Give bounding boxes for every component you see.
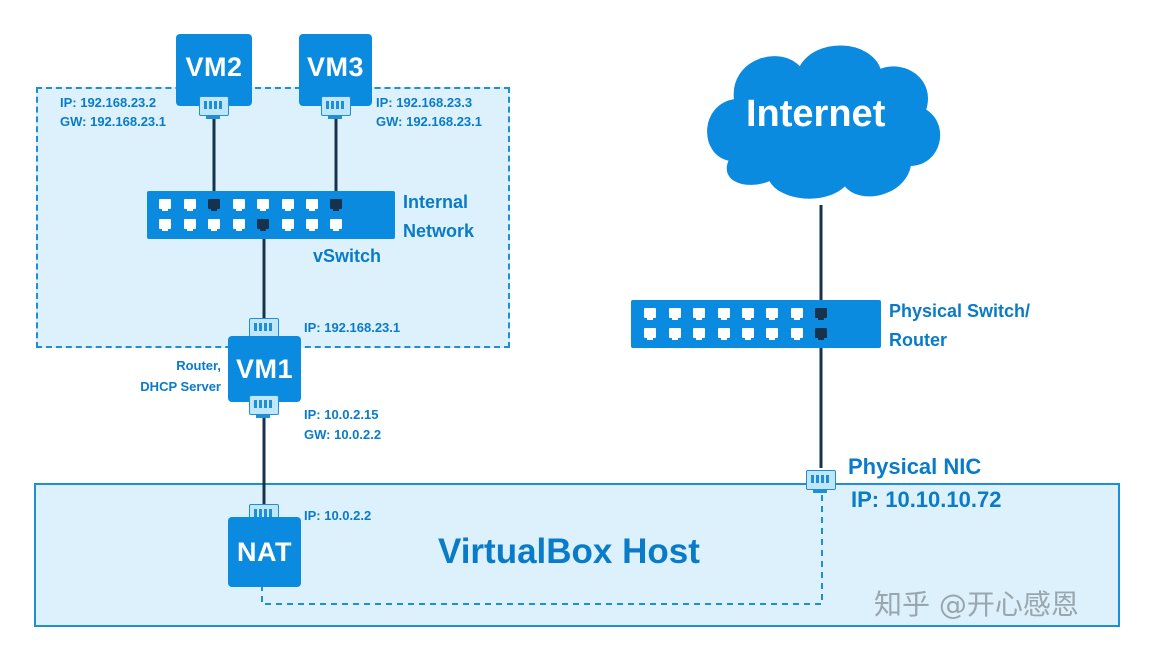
physical-nic-ip-label: IP: 10.10.10.72 [851, 487, 1002, 512]
vm3-nic-icon [321, 96, 351, 119]
host-internal-route [261, 492, 823, 605]
vm2-label: VM2 [185, 52, 243, 82]
vm1-role-label-line1: Router, [176, 358, 221, 373]
internal-network-label-line2: Network [403, 221, 475, 241]
internet-cloud [707, 45, 941, 199]
vm1-label: VM1 [235, 353, 294, 384]
internet-label: Internet [746, 93, 886, 135]
vm3-gw-label: GW: 192.168.23.1 [376, 114, 482, 129]
vm3-label: VM3 [306, 52, 365, 82]
vm1-nat-gw-label: GW: 10.0.2.2 [304, 427, 382, 442]
watermark: 知乎 @开心感恩 [874, 588, 1079, 621]
nat-box[interactable]: NAT [228, 517, 301, 587]
internal-network-label-line1: Internal [403, 192, 469, 212]
physical-nic-label: Physical NIC [848, 454, 982, 479]
virtualbox-host-label: VirtualBox Host [438, 532, 700, 571]
vm2-nic-icon [199, 96, 229, 119]
nat-label: NAT [237, 536, 292, 567]
vm2-gw-label: GW: 192.168.23.1 [60, 114, 166, 129]
vm1-internal-nic-icon [249, 318, 279, 341]
vswitch-icon [147, 191, 395, 239]
vswitch-label: vSwitch [313, 246, 382, 266]
vm3-box[interactable]: VM3 [299, 34, 372, 106]
physical-switch-icon [631, 300, 881, 348]
vm1-box[interactable]: VM1 [228, 336, 301, 402]
physical-nic-icon [806, 470, 836, 493]
physical-switch-label-line1: Physical Switch/ [889, 301, 1031, 321]
vm1-nat-ip-label: IP: 10.0.2.15 [304, 407, 379, 422]
vm2-box[interactable]: VM2 [176, 34, 252, 106]
physical-switch-label-line2: Router [889, 330, 947, 350]
vm1-nat-nic-icon [249, 395, 279, 418]
vm1-role-label-line2: DHCP Server [140, 379, 221, 394]
vm1-internal-ip-label: IP: 192.168.23.1 [304, 320, 401, 335]
nat-ip-label: IP: 10.0.2.2 [304, 508, 372, 523]
vm2-ip-label: IP: 192.168.23.2 [60, 95, 157, 110]
vm3-ip-label: IP: 192.168.23.3 [376, 95, 473, 110]
